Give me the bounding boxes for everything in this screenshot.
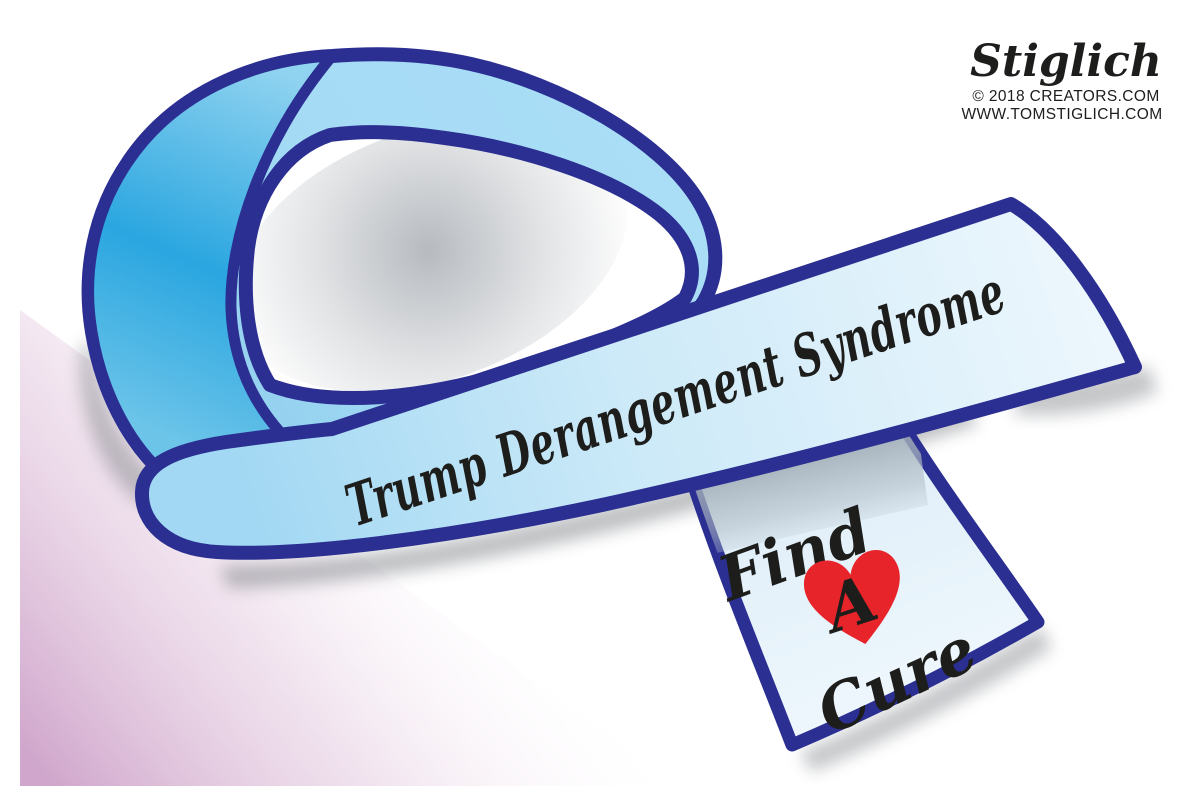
drop-shadows	[79, 118, 1158, 772]
ribbon-tail: Find A Cure	[681, 417, 1045, 752]
signature-block: Stiglich © 2018 CREATORS.COM WWW.TOMSTIG…	[961, 36, 1162, 123]
drop-shadow	[232, 118, 628, 392]
copyright-text: © 2018 CREATORS.COM	[972, 88, 1159, 105]
heart-icon	[804, 550, 900, 645]
artist-signature: Stiglich	[970, 36, 1162, 87]
ribbon-band-shape	[135, 197, 1142, 560]
website-text: WWW.TOMSTIGLICH.COM	[961, 106, 1162, 123]
drop-shadow	[220, 402, 978, 588]
drop-shadow	[1012, 366, 1158, 416]
drop-shadow	[79, 340, 304, 533]
drop-shadow	[800, 626, 1052, 772]
tail-cast-shadow-band	[688, 424, 928, 560]
